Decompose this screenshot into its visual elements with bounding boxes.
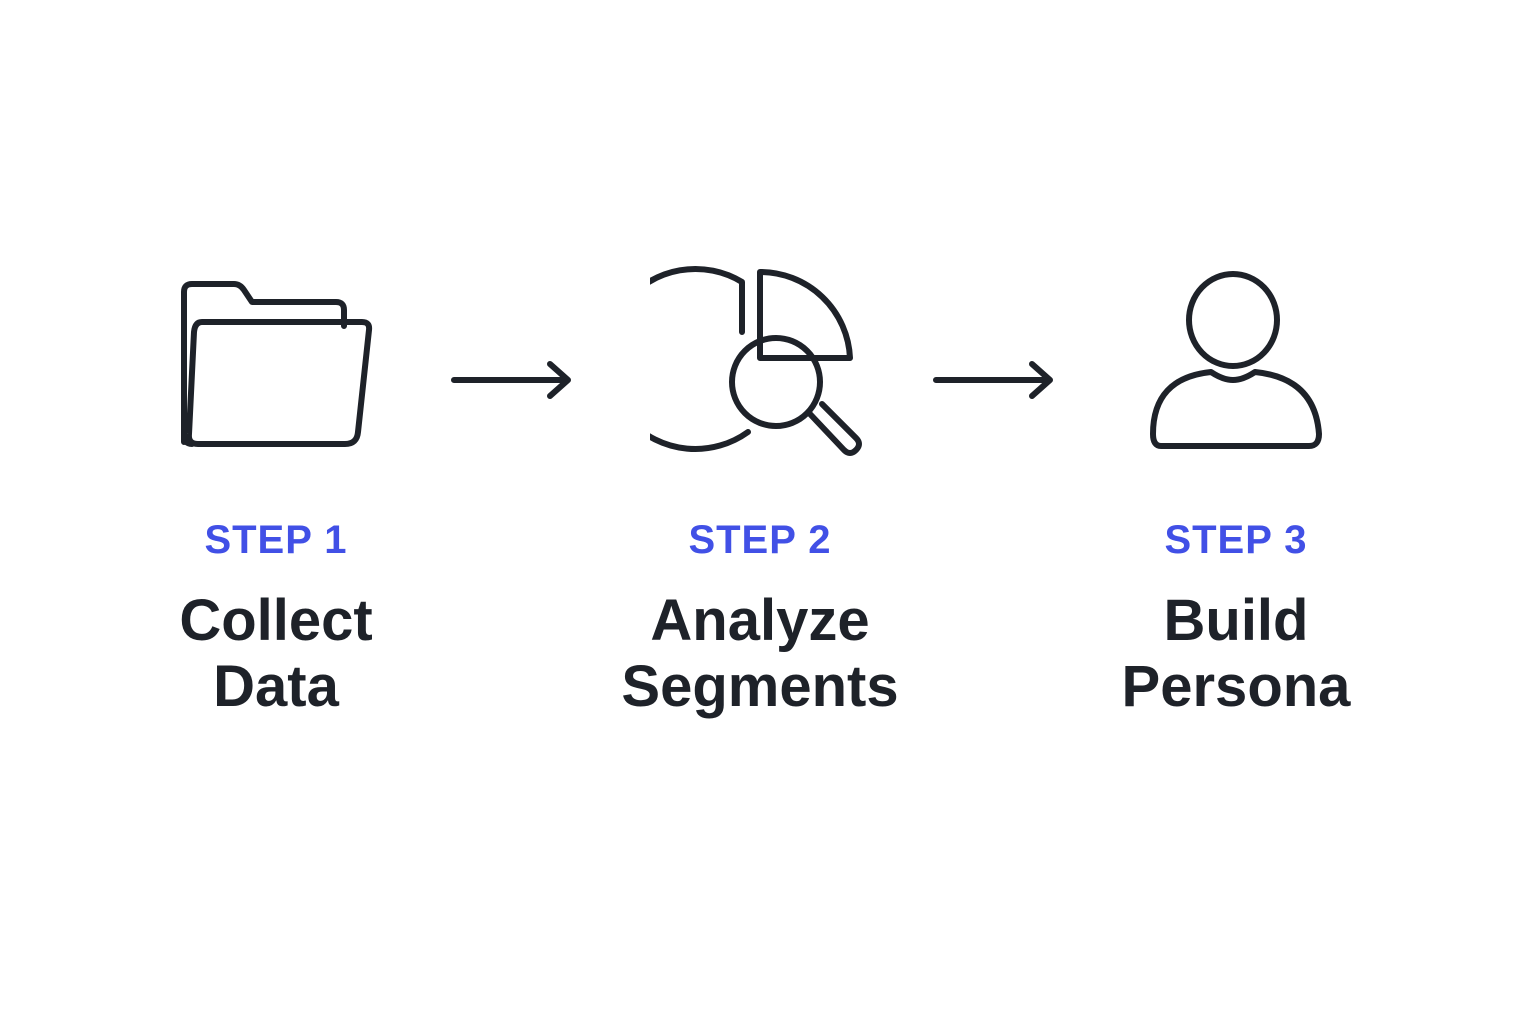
step-3: STEP 3 Build Persona: [1056, 262, 1416, 720]
step-2-title-line-2: Segments: [621, 654, 899, 719]
step-2-title: Analyze Segments: [580, 588, 940, 720]
arrow-right-icon: [451, 361, 571, 399]
step-1-label: STEP 1: [204, 518, 348, 562]
step-3-title-line-2: Persona: [1121, 654, 1351, 719]
folder-icon: [181, 281, 373, 447]
step-1-title-line-1: Collect: [179, 588, 373, 653]
pie-chart-search-icon: [650, 266, 862, 456]
step-3-label: STEP 3: [1164, 518, 1308, 562]
step-1-title: Collect Data: [96, 588, 456, 720]
step-2-title-line-1: Analyze: [650, 588, 870, 653]
step-1: STEP 1 Collect Data: [96, 262, 456, 720]
step-3-title-line-1: Build: [1163, 588, 1309, 653]
step-1-title-line-2: Data: [213, 654, 339, 719]
step-3-title: Build Persona: [1056, 588, 1416, 720]
step-2-label: STEP 2: [688, 518, 832, 562]
user-icon: [1150, 271, 1322, 449]
step-2: STEP 2 Analyze Segments: [580, 262, 940, 720]
arrow-right-icon: [933, 361, 1053, 399]
